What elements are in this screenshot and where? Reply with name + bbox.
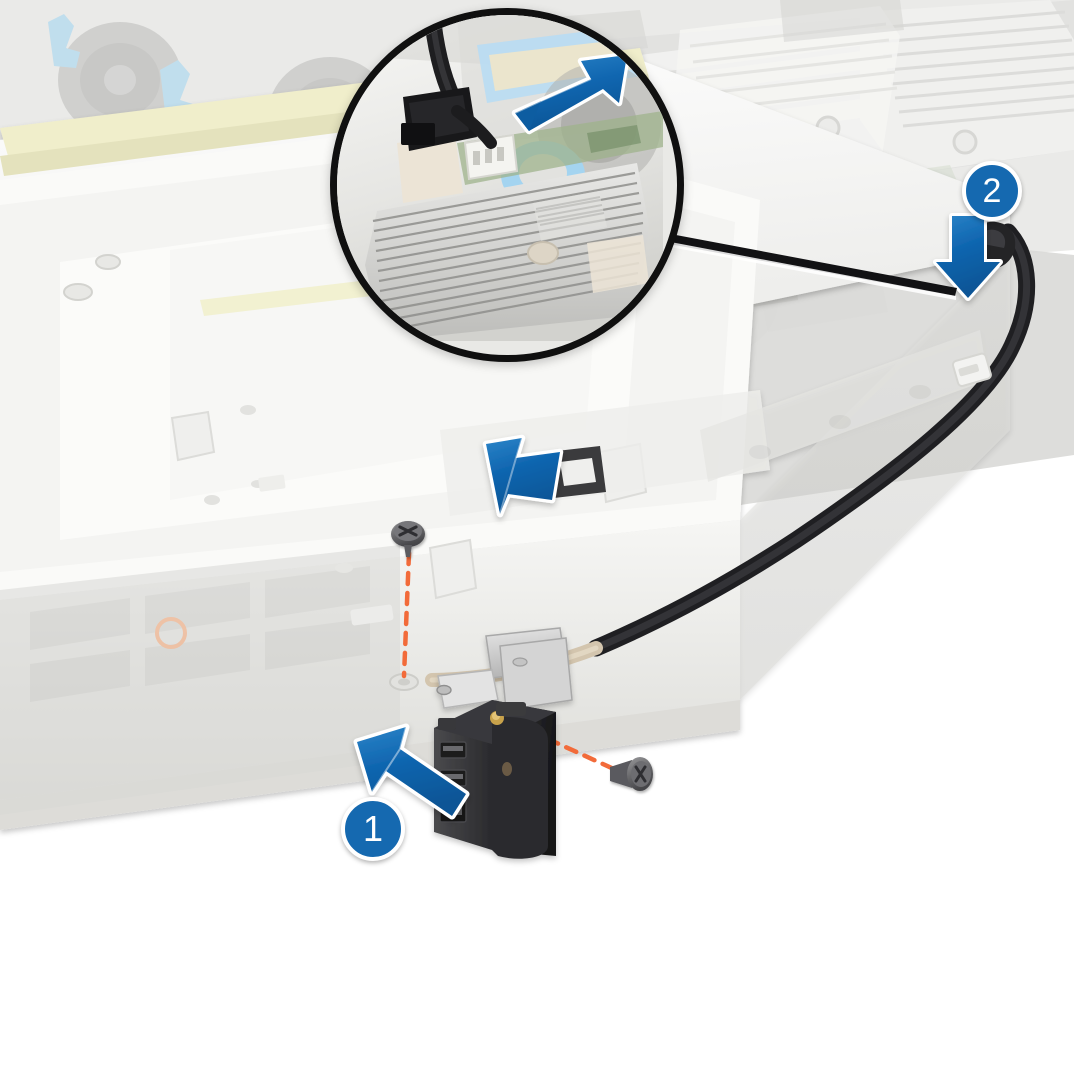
io-cable-detail bbox=[401, 15, 497, 151]
detail-magnifier bbox=[330, 8, 684, 362]
callout-badge-1[interactable]: 1 bbox=[341, 797, 405, 861]
callout-badge-2-label: 2 bbox=[982, 172, 1002, 210]
screw-path-bracket bbox=[439, 685, 479, 704]
chassis-right-rail bbox=[700, 330, 988, 482]
front-bezel bbox=[0, 545, 400, 815]
screw-path-side bbox=[545, 736, 619, 773]
alignment-dashed-paths bbox=[401, 550, 619, 773]
usb-ports bbox=[438, 718, 467, 823]
bay-port bbox=[548, 446, 606, 498]
cable-clip bbox=[951, 352, 992, 388]
screw-path-top bbox=[401, 550, 412, 679]
mounting-screw-top bbox=[391, 521, 425, 557]
chassis-brackets bbox=[170, 410, 648, 600]
module-bracket bbox=[436, 627, 573, 711]
mounting-screw-side bbox=[610, 757, 653, 791]
callout-badge-1-label: 1 bbox=[362, 808, 384, 849]
seat-connector-arrow[interactable] bbox=[511, 51, 631, 135]
front-io-module bbox=[434, 627, 573, 859]
align-bay-arrow[interactable] bbox=[482, 434, 564, 518]
magnifier-leader-line bbox=[658, 232, 957, 300]
chassis-holes bbox=[63, 254, 419, 691]
connect-cable-arrow[interactable] bbox=[933, 213, 1003, 301]
board-header-connector bbox=[463, 133, 519, 181]
cable-connector bbox=[967, 221, 1016, 269]
callout-badge-2[interactable]: 2 bbox=[962, 161, 1022, 221]
heat-sink bbox=[672, 0, 1074, 190]
